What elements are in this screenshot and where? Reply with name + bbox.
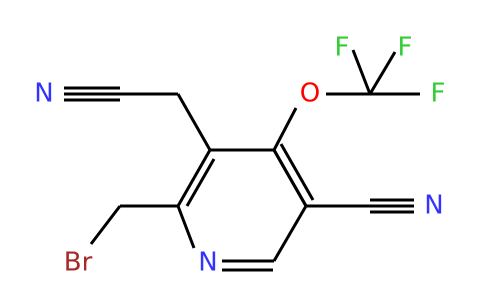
bond-n1-c2 <box>176 205 196 249</box>
bond-c4-o <box>272 107 298 151</box>
fluorine-label-top-left: F <box>335 33 350 63</box>
oxygen-label: O <box>300 79 320 109</box>
bond-cf3-f-left <box>351 49 372 95</box>
atom-labels-layer: F F F O N N N Br <box>34 33 445 278</box>
fluorine-label-top-right: F <box>398 33 413 63</box>
bond-c2-c3-double-line <box>185 158 216 207</box>
fluorine-label-right: F <box>431 79 446 109</box>
ring-nitrogen-label: N <box>198 248 217 278</box>
nitrile-nitrogen-label-left: N <box>34 79 53 109</box>
bond-c5-c6 <box>272 205 308 262</box>
bond-c3-ch2 <box>176 93 212 151</box>
bond-cf3-f-right-top <box>368 51 397 95</box>
bond-c4-c5-outer <box>272 149 308 207</box>
bromine-label: Br <box>64 248 93 278</box>
bond-c4-c5-double-line <box>279 143 315 201</box>
nitrile-nitrogen-label-right: N <box>424 191 443 221</box>
bond-c2-c3 <box>176 149 212 207</box>
bond-ch2-br <box>89 205 122 245</box>
bonds-layer <box>64 49 420 272</box>
